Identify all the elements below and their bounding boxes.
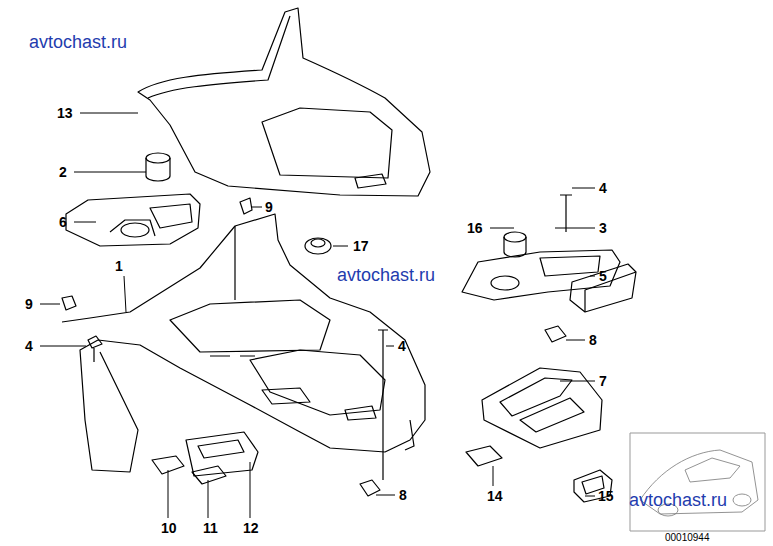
callout-number: 2 [58, 164, 68, 180]
callout-number: 5 [598, 268, 608, 284]
callout-number: 11 [202, 520, 219, 536]
callout-number: 6 [58, 214, 68, 230]
callout-number: 8 [588, 332, 598, 348]
callout-number: 13 [56, 105, 74, 121]
watermark: avtochast.ru [628, 490, 728, 510]
drawing-code: 00010944 [664, 532, 711, 544]
callout-number: 4 [397, 338, 407, 354]
callout-number: 12 [242, 520, 260, 536]
callout-number: 3 [598, 220, 608, 236]
callout-number: 17 [352, 238, 370, 254]
callout-number: 9 [264, 199, 274, 215]
callout-number: 4 [598, 180, 608, 196]
callout-number: 9 [24, 296, 34, 312]
callout-number: 16 [466, 220, 484, 236]
callout-number: 10 [160, 520, 178, 536]
watermark: avtochast.ru [28, 32, 128, 52]
callout-number: 14 [486, 488, 504, 504]
callout-number: 8 [398, 487, 408, 503]
callout-number: 7 [598, 373, 608, 389]
callout-number: 4 [24, 338, 34, 354]
watermark: avtochast.ru [336, 265, 436, 285]
callout-number: 1 [114, 258, 124, 274]
callout-number: 15 [597, 488, 615, 504]
